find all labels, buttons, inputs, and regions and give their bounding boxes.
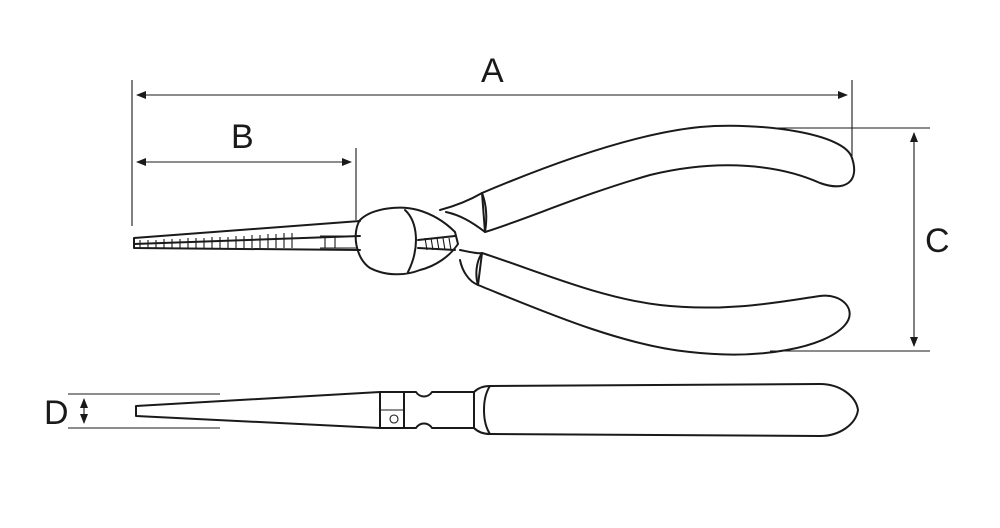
pivot-teeth (424, 237, 452, 251)
lower-handle-collar (475, 252, 483, 286)
nose-jaw-upper (133, 220, 361, 245)
pivot-inner (404, 209, 417, 273)
side-pivot-rivet (389, 414, 399, 424)
lower-handle (459, 249, 851, 356)
dimension-label-c: C (925, 222, 950, 260)
pivot-notch (417, 235, 456, 251)
pivot-joint (354, 206, 459, 276)
jaw-serrations (139, 233, 293, 248)
upper-handle (439, 124, 856, 233)
dimension-label-a: A (481, 52, 504, 90)
pliers-side-view: D (44, 383, 859, 437)
side-handle-collar (483, 385, 491, 435)
side-jaw (135, 391, 381, 429)
pliers-top-view: A B C (131, 52, 950, 356)
side-neck (403, 391, 475, 429)
upper-handle-collar (481, 192, 488, 233)
nose-jaw-lower (133, 243, 361, 251)
side-handle (473, 383, 859, 437)
dimension-label-d: D (44, 394, 69, 432)
dimension-label-b: B (231, 118, 254, 156)
jaw-cutter-edge (320, 235, 358, 249)
